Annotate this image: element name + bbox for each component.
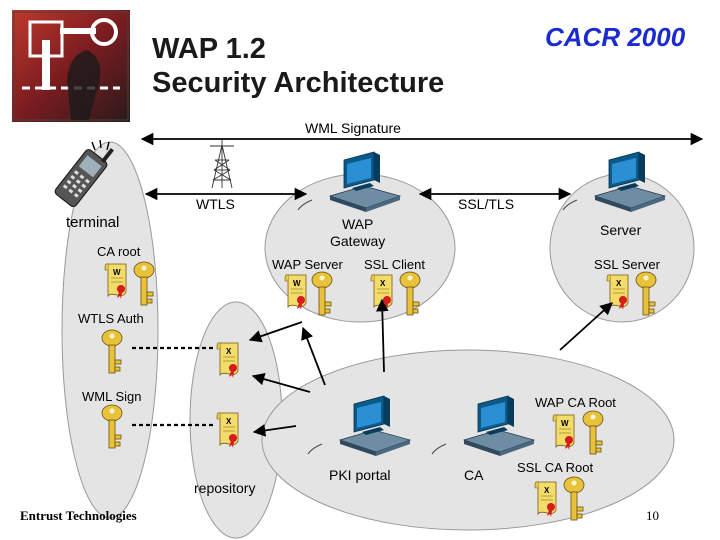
antenna-tower-icon [210, 140, 234, 189]
ca-label: CA [464, 467, 484, 483]
terminal-label: terminal [66, 214, 120, 231]
wml-sign-cert-letter: X [226, 417, 232, 426]
ssl-client-label: SSL Client [364, 257, 425, 272]
wap-server-label: WAP Server [272, 257, 343, 272]
wap-ca-root-label: WAP CA Root [535, 395, 616, 410]
wtls-label: WTLS [196, 196, 235, 212]
wap-ca-root-cert-letter: W [561, 419, 569, 428]
mobile-phone-icon [54, 148, 114, 208]
ssl-client-cert-letter: X [380, 279, 386, 288]
ca-to-server-arrow [559, 302, 613, 351]
wap-gateway-label: WAP Gateway [330, 216, 386, 249]
wml-sign-label: WML Sign [82, 389, 142, 404]
ca-root-label: CA root [97, 244, 141, 259]
slide-title: WAP 1.2 Security Architecture [152, 32, 444, 100]
signal-waves-icon [91, 139, 110, 151]
pki-to-gateway-arrow [301, 326, 326, 386]
server-label: Server [600, 222, 642, 238]
footer-company: Entrust Technologies [20, 508, 137, 523]
gateway-to-repository-arrow [248, 321, 303, 343]
title-line-2: Security Architecture [152, 67, 445, 99]
header-right: CACR 2000 [545, 22, 686, 52]
cacr-logo [12, 10, 130, 122]
ssl-server-label: SSL Server [594, 257, 660, 272]
pki-to-repository-arrow-1 [251, 372, 311, 393]
pki-to-repository-arrow-2 [252, 424, 297, 437]
ssl-server-cert-letter: X [616, 279, 622, 288]
wml-signature-label: WML Signature [305, 120, 401, 136]
wap-server-cert-letter: W [293, 279, 301, 288]
wtls-auth-label: WTLS Auth [78, 311, 144, 326]
ca-root-to-gateway-arrow [376, 298, 389, 373]
repository-label: repository [194, 480, 256, 496]
title-line-1: WAP 1.2 [152, 33, 266, 65]
ca-root-cert-letter: W [113, 268, 121, 277]
page-number: 10 [646, 508, 659, 523]
ssl-tls-label: SSL/TLS [458, 196, 515, 212]
ssl-ca-root-cert-letter: X [544, 486, 550, 495]
ssl-ca-root-label: SSL CA Root [517, 460, 594, 475]
pki-portal-label: PKI portal [329, 467, 391, 483]
wtls-auth-cert-letter: X [226, 347, 232, 356]
